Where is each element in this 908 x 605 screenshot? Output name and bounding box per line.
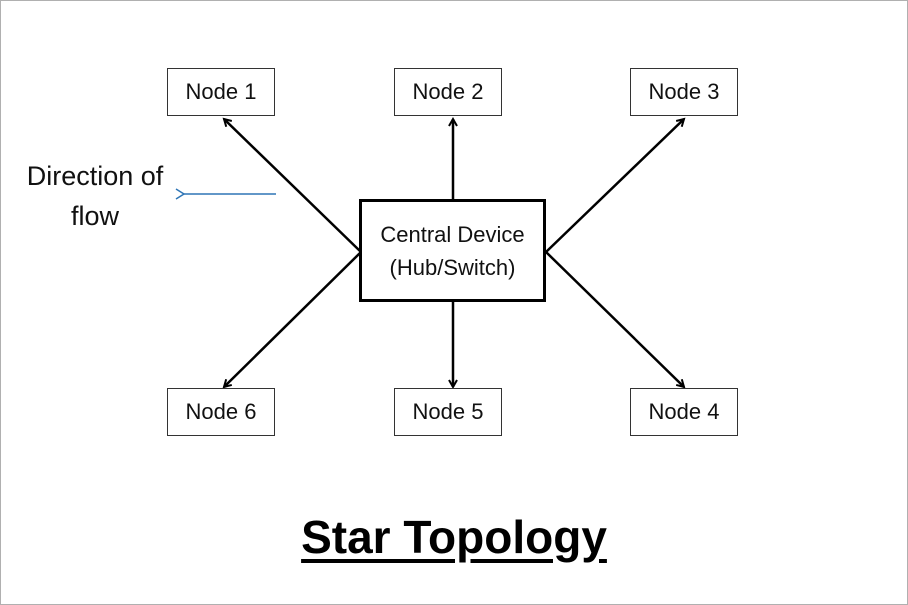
link-node-3 bbox=[545, 119, 684, 253]
node-5-box: Node 5 bbox=[394, 388, 502, 436]
central-device-box: Central Device (Hub/Switch) bbox=[359, 199, 546, 302]
link-node-1 bbox=[224, 119, 362, 253]
node-1-box: Node 1 bbox=[167, 68, 275, 116]
link-node-6 bbox=[224, 251, 362, 387]
central-device-sublabel: (Hub/Switch) bbox=[389, 254, 516, 280]
flow-direction-legend: Direction of flow bbox=[10, 156, 180, 236]
central-device-label: Central Device bbox=[380, 221, 525, 247]
diagram-title: Star Topology bbox=[301, 511, 607, 563]
flow-legend-line-2: flow bbox=[70, 201, 119, 231]
node-3-box: Node 3 bbox=[630, 68, 738, 116]
node-4-label: Node 4 bbox=[648, 399, 720, 424]
node-2-label: Node 2 bbox=[412, 79, 484, 104]
flow-legend-line-1: Direction of bbox=[26, 161, 164, 191]
node-3-label: Node 3 bbox=[648, 79, 720, 104]
node-6-box: Node 6 bbox=[167, 388, 275, 436]
node-5-label: Node 5 bbox=[412, 399, 484, 424]
node-2-box: Node 2 bbox=[394, 68, 502, 116]
node-4-box: Node 4 bbox=[630, 388, 738, 436]
link-node-4 bbox=[545, 251, 684, 387]
node-6-label: Node 6 bbox=[185, 399, 257, 424]
node-1-label: Node 1 bbox=[185, 79, 257, 104]
